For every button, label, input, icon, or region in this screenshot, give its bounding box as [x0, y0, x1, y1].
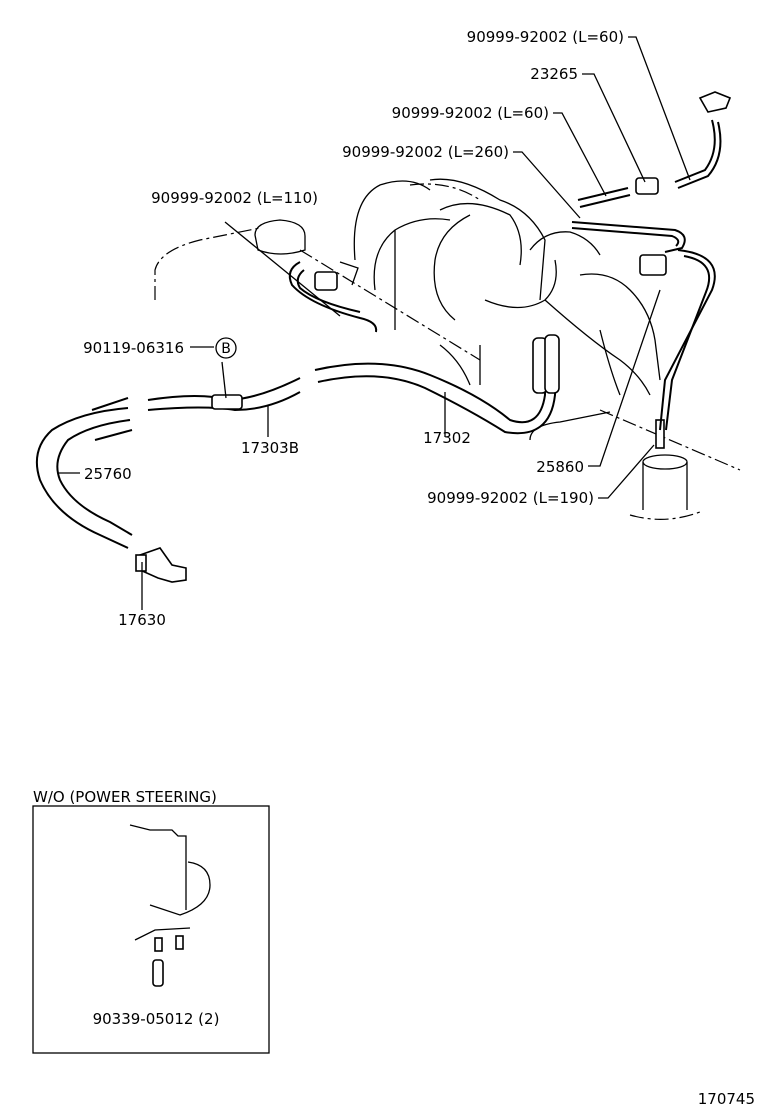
canister — [629, 419, 701, 520]
callout-17630: 17630 — [118, 611, 166, 629]
callout-25860: 25860 — [536, 458, 584, 476]
callout-marker-b: B — [215, 337, 237, 359]
marker-b-label: B — [221, 341, 231, 357]
inset-box: W/O (POWER STEERING) 90339-05012 (2) — [32, 788, 270, 1054]
left-loop-hose — [288, 261, 378, 333]
main-hoses — [147, 334, 560, 435]
leader-lines — [58, 36, 691, 610]
callout-90999-92002-l110: 90999-92002 (L=110) — [151, 189, 318, 207]
inset-part-90339-05012: 90339-05012 (2) — [93, 1010, 220, 1028]
callout-25760: 25760 — [84, 465, 132, 483]
inset-title: W/O (POWER STEERING) — [33, 788, 217, 806]
callout-90999-92002-l60-top: 90999-92002 (L=60) — [467, 28, 624, 46]
upper-hoses — [571, 91, 732, 431]
callout-90119-06316: 90119-06316 — [83, 339, 184, 357]
callout-90999-92002-l60: 90999-92002 (L=60) — [392, 104, 549, 122]
callout-90999-92002-l190: 90999-92002 (L=190) — [427, 489, 594, 507]
left-big-hose — [36, 397, 133, 549]
callout-17302: 17302 — [423, 429, 471, 447]
callout-23265: 23265 — [530, 65, 578, 83]
vacuum-switch — [135, 547, 187, 583]
callout-90999-92002-l260: 90999-92002 (L=260) — [342, 143, 509, 161]
engine-outline — [154, 178, 741, 471]
callout-17303b: 17303B — [241, 439, 299, 457]
figure-number: 170745 — [698, 1090, 755, 1108]
